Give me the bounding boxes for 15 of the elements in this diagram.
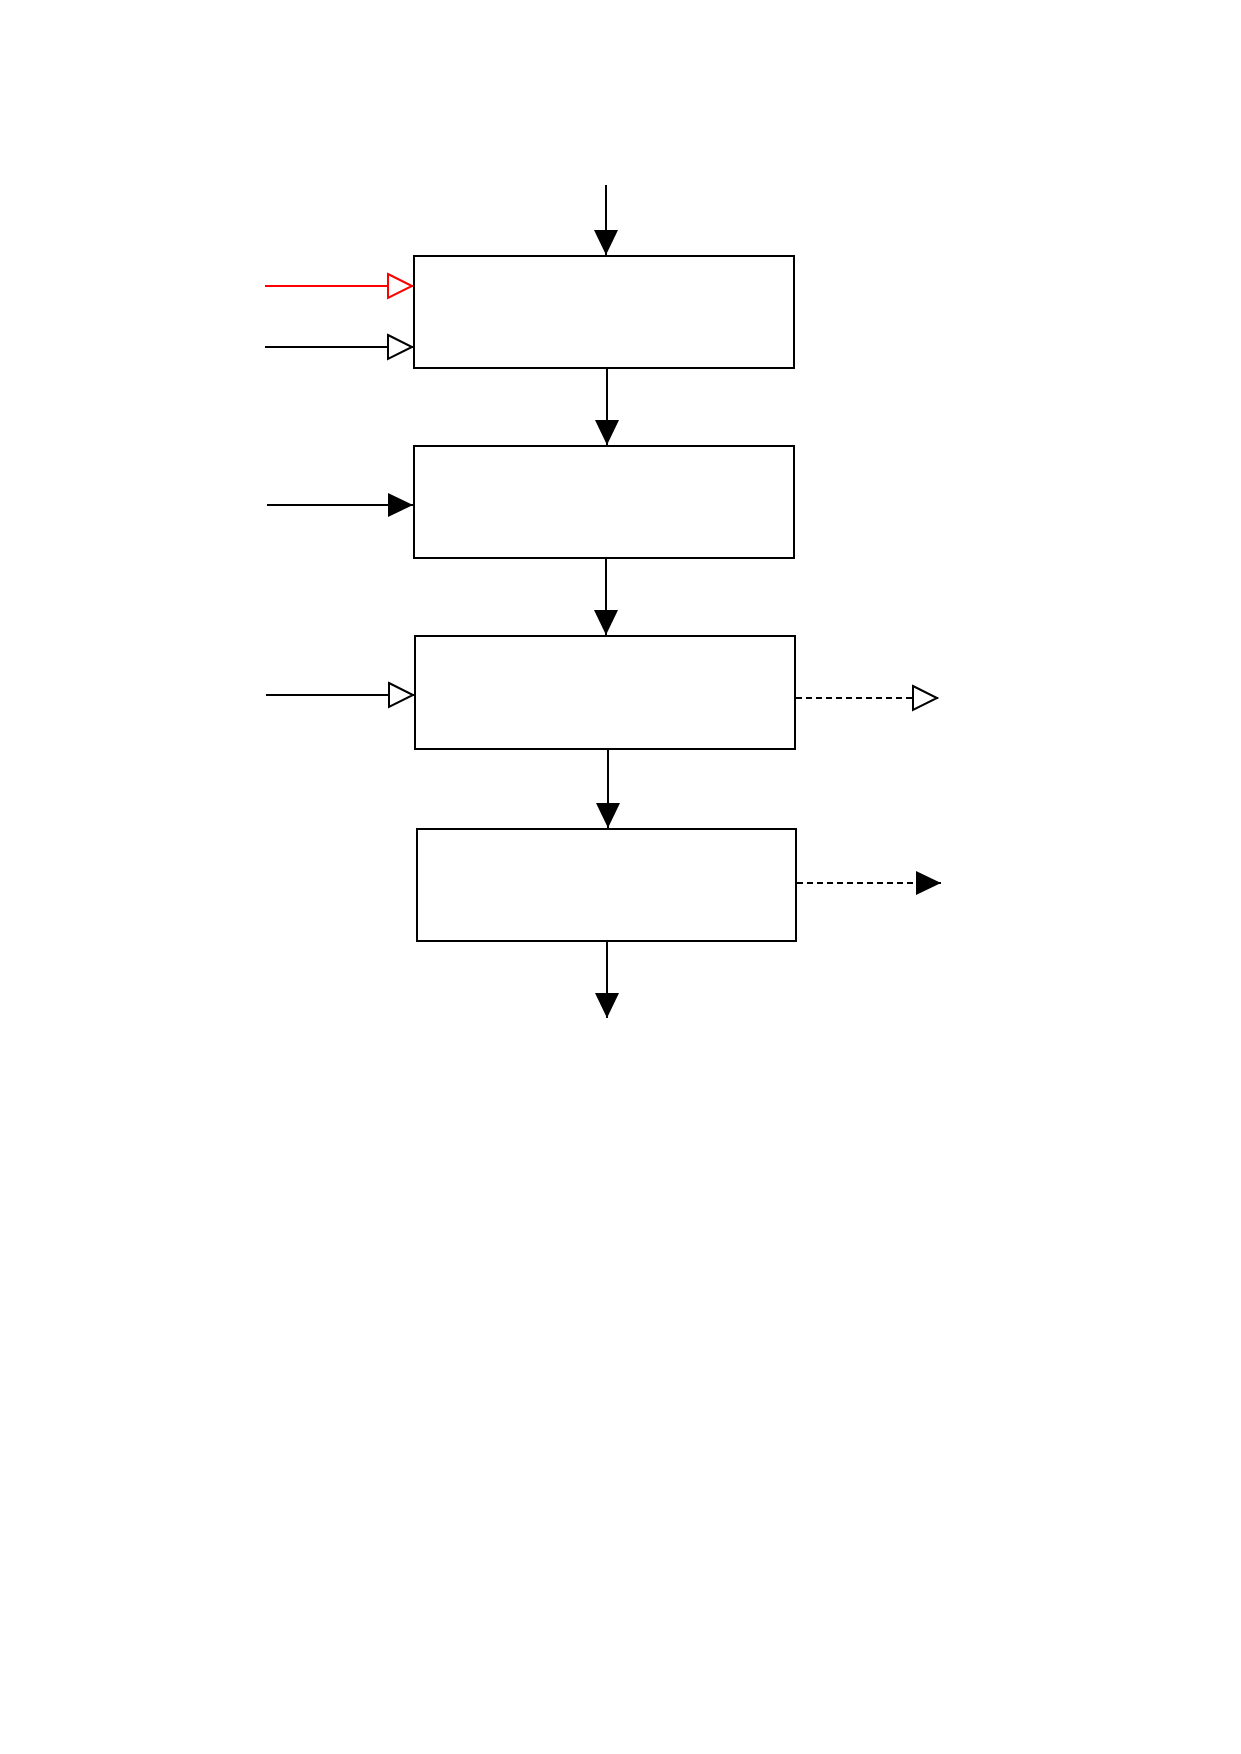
arrow: [795, 685, 939, 711]
arrow: [266, 493, 414, 517]
process-box: [413, 255, 795, 369]
arrow: [265, 682, 415, 708]
process-box: [413, 445, 795, 559]
arrow: [596, 749, 620, 829]
arrow: [594, 558, 618, 636]
process-box: [414, 635, 796, 750]
arrow: [264, 273, 414, 299]
arrow: [595, 368, 619, 446]
process-box: [416, 828, 797, 942]
arrow: [796, 871, 942, 895]
arrow: [264, 334, 414, 360]
arrow: [594, 184, 618, 256]
arrow: [595, 941, 619, 1019]
